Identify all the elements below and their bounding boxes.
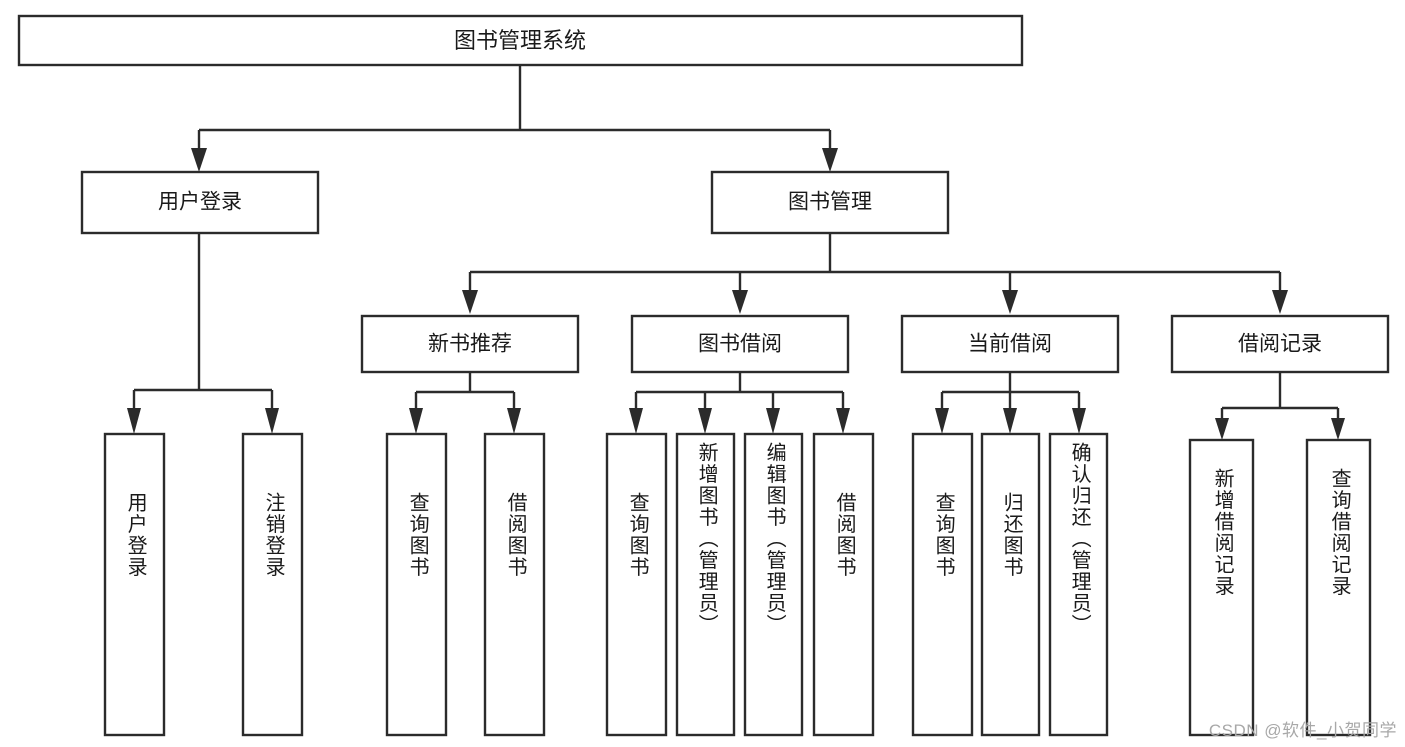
leaf-query-book-2-box[interactable] bbox=[605, 432, 668, 737]
connectors bbox=[132, 66, 1340, 420]
node-root[interactable]: 图书管理系统 bbox=[17, 14, 1024, 67]
node-book-manage-label: 图书管理 bbox=[788, 191, 872, 214]
node-new-book-rec[interactable]: 新书推荐 bbox=[360, 314, 580, 374]
node-borrow-record[interactable]: 借阅记录 bbox=[1170, 314, 1390, 374]
arrowhead-leaf-user-login bbox=[127, 408, 141, 434]
leaf-user-login-box[interactable] bbox=[103, 432, 166, 737]
watermark: CSDN @软件_小贺同学 bbox=[1208, 721, 1397, 740]
leaf-add-book-box[interactable] bbox=[675, 432, 736, 737]
arrowhead-leaf-confirm-return bbox=[1072, 408, 1086, 434]
leaf-query-book-3-box[interactable] bbox=[911, 432, 974, 737]
arrowhead-leaf-return-book bbox=[1003, 408, 1017, 434]
arrowhead-new-book-rec bbox=[462, 290, 478, 314]
arrowhead-leaf-query-book-2 bbox=[629, 408, 643, 434]
arrowhead-leaf-edit-book bbox=[766, 408, 780, 434]
arrowhead-current-borrow bbox=[1002, 290, 1018, 314]
leaf-user-logout-box[interactable] bbox=[241, 432, 304, 737]
node-current-borrow[interactable]: 当前借阅 bbox=[900, 314, 1120, 374]
arrowhead-leaf-query-record bbox=[1331, 418, 1345, 440]
arrowhead-borrow-record bbox=[1272, 290, 1288, 314]
leaf-boxes bbox=[103, 432, 1372, 737]
leaf-confirm-return-box[interactable] bbox=[1048, 432, 1109, 737]
arrowhead-leaf-borrow-book-2 bbox=[836, 408, 850, 434]
node-new-book-rec-box[interactable] bbox=[360, 314, 580, 374]
node-book-borrow-label: 图书借阅 bbox=[698, 333, 782, 356]
leaf-query-book-1-box[interactable] bbox=[385, 432, 448, 737]
arrowhead-leaf-borrow-book-1 bbox=[507, 408, 521, 434]
node-book-manage-box[interactable] bbox=[710, 170, 950, 235]
leaf-query-record-box[interactable] bbox=[1305, 438, 1372, 737]
arrowhead-leaf-add-record bbox=[1215, 418, 1229, 440]
arrowhead-leaf-user-logout bbox=[265, 408, 279, 434]
leaf-edit-book-box[interactable] bbox=[743, 432, 804, 737]
node-current-borrow-label: 当前借阅 bbox=[968, 333, 1052, 356]
node-borrow-record-label: 借阅记录 bbox=[1238, 333, 1322, 356]
node-borrow-record-box[interactable] bbox=[1170, 314, 1390, 374]
arrowhead-book-manage bbox=[822, 148, 838, 172]
arrowhead-leaf-query-book-3 bbox=[935, 408, 949, 434]
node-book-borrow-box[interactable] bbox=[630, 314, 850, 374]
node-book-manage[interactable]: 图书管理 bbox=[710, 170, 950, 235]
leaf-borrow-book-2-box[interactable] bbox=[812, 432, 875, 737]
node-new-book-rec-label: 新书推荐 bbox=[428, 333, 512, 356]
node-book-borrow[interactable]: 图书借阅 bbox=[630, 314, 850, 374]
leaf-return-book-box[interactable] bbox=[980, 432, 1041, 737]
leaf-add-record-box[interactable] bbox=[1188, 438, 1255, 737]
arrowhead-user-login bbox=[191, 148, 207, 172]
node-root-box[interactable] bbox=[17, 14, 1024, 67]
node-user-login-box[interactable] bbox=[80, 170, 320, 235]
arrow-heads bbox=[127, 148, 1345, 440]
arrowhead-leaf-query-book-1 bbox=[409, 408, 423, 434]
arrowhead-book-borrow bbox=[732, 290, 748, 314]
leaf-borrow-book-1-box[interactable] bbox=[483, 432, 546, 737]
node-user-login[interactable]: 用户登录 bbox=[80, 170, 320, 235]
node-current-borrow-box[interactable] bbox=[900, 314, 1120, 374]
node-root-label: 图书管理系统 bbox=[454, 28, 586, 53]
arrowhead-leaf-add-book bbox=[698, 408, 712, 434]
node-user-login-label: 用户登录 bbox=[158, 191, 242, 214]
